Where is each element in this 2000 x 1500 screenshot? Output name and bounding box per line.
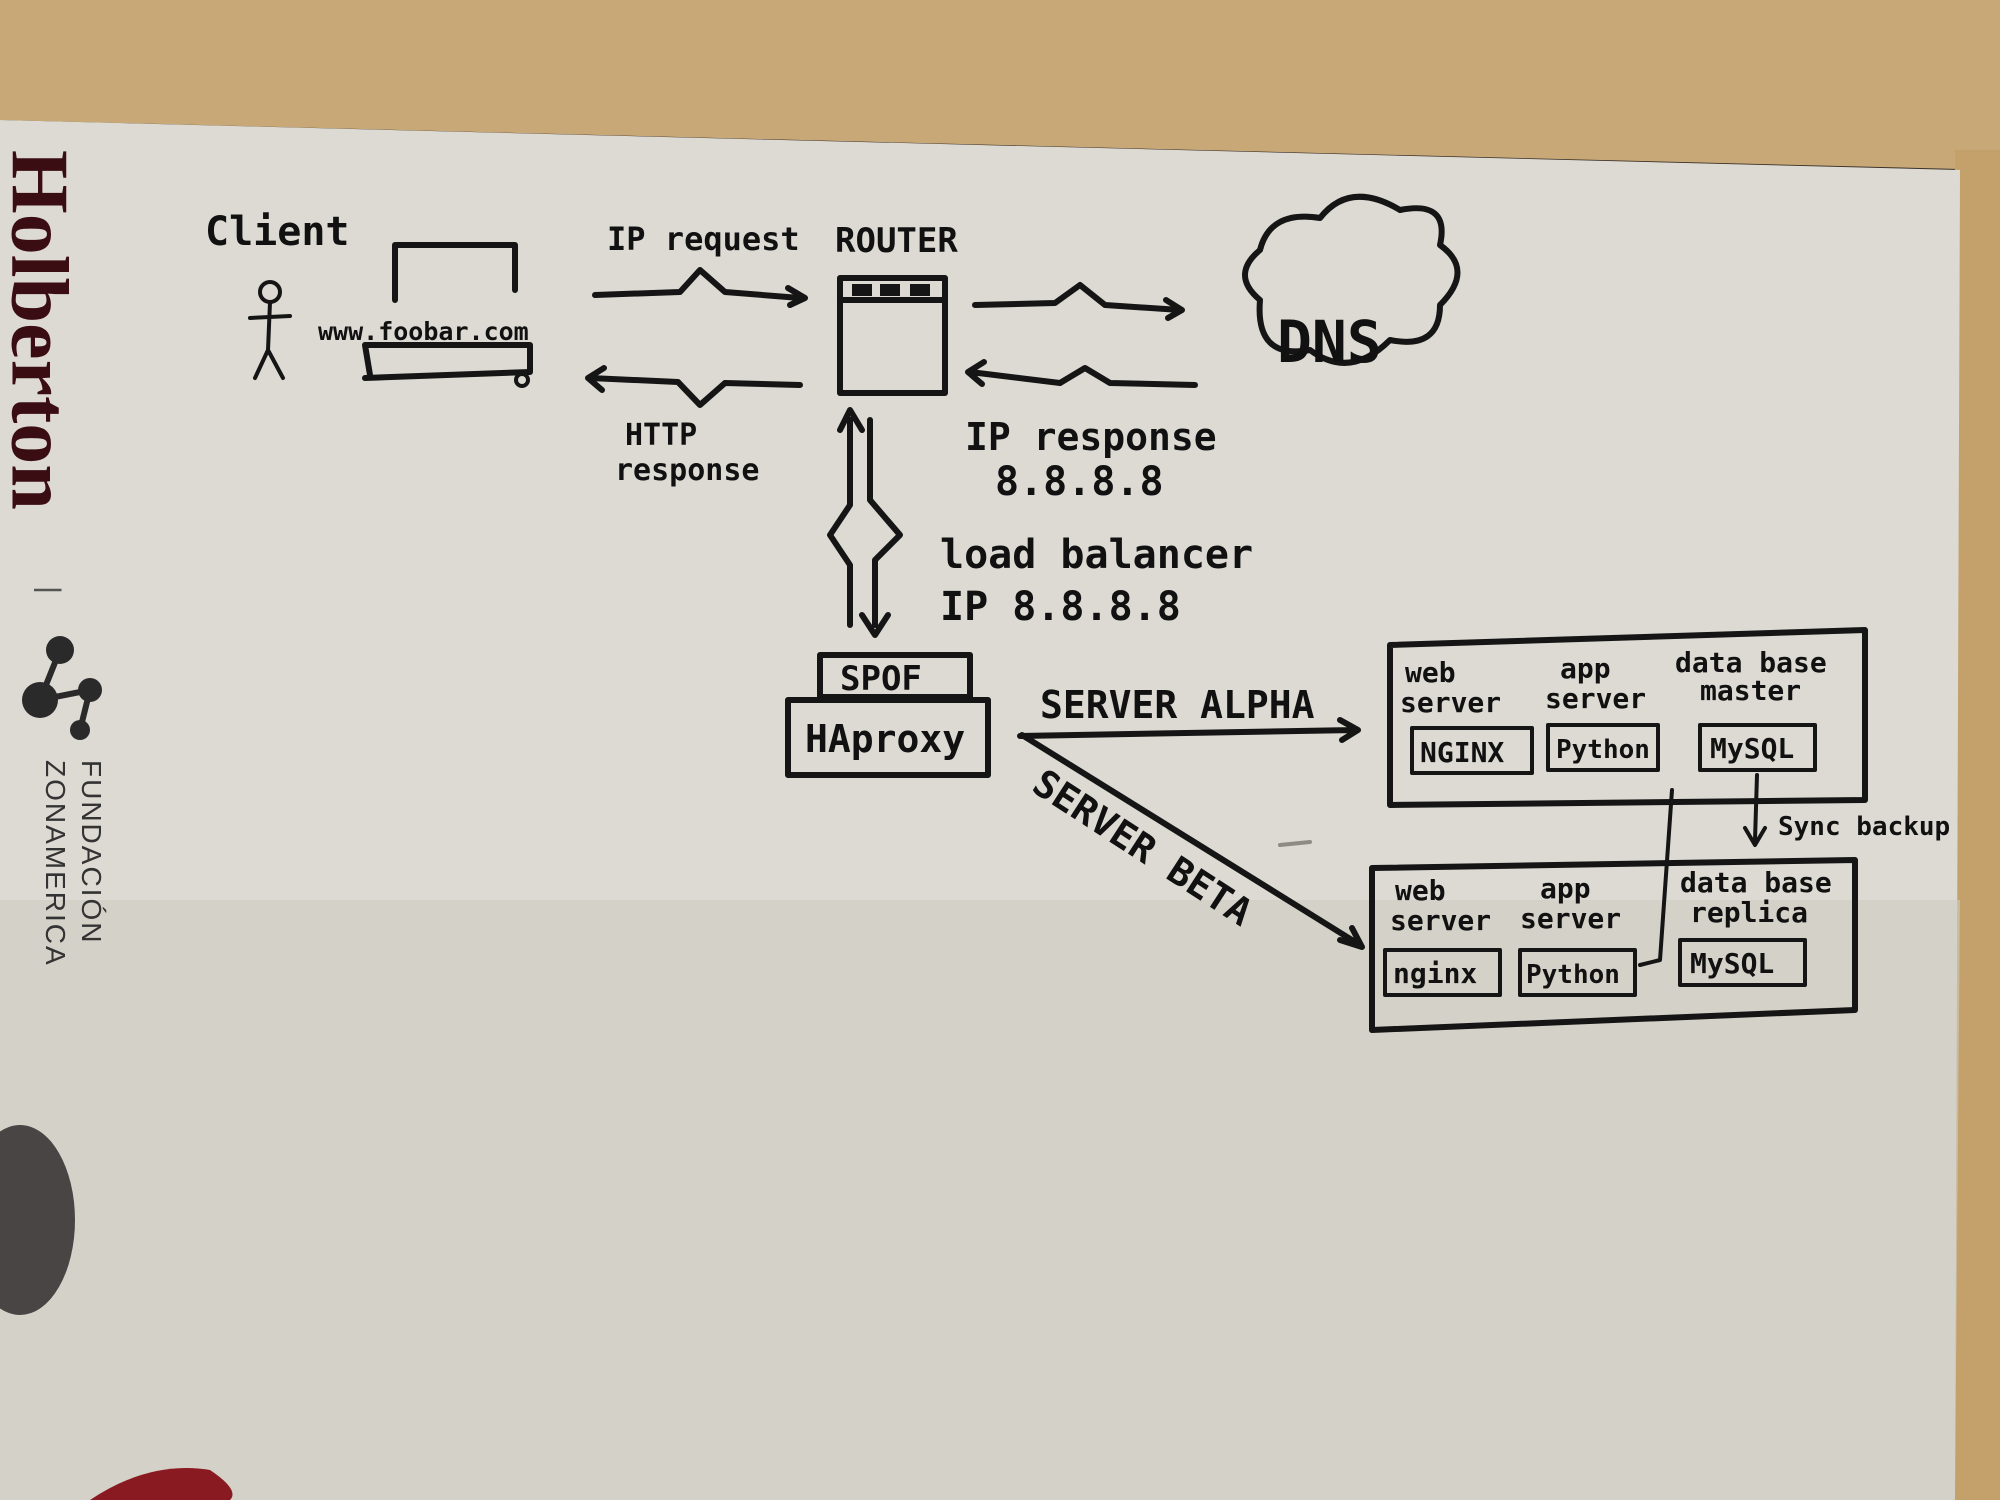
- http-response-label-line2: response: [615, 453, 760, 488]
- frame-top: [0, 0, 2000, 170]
- alpha-python-box: [1546, 723, 1660, 772]
- dns-cloud-icon: [1242, 193, 1461, 366]
- server-beta-box: web server app server data base replica …: [1369, 788, 1858, 1033]
- alpha-db-line1: data base: [1675, 646, 1827, 679]
- frame-right: [1950, 150, 2000, 1500]
- load-balancer-label-line2: IP 8.8.8.8: [940, 584, 1181, 630]
- spof-label: SPOF: [840, 659, 922, 699]
- dns-request-arrow: [972, 282, 1185, 321]
- laptop-icon: [362, 242, 533, 388]
- zonamerica-logo-icon: [22, 636, 102, 740]
- alpha-db-box-label: MySQL: [1710, 732, 1794, 765]
- foundation-line2: ZONAMERICA: [40, 760, 71, 967]
- beta-db-line2: replica: [1690, 896, 1808, 929]
- beta-web-server-line2: server: [1390, 904, 1491, 937]
- server-alpha-label: SERVER ALPHA: [1040, 683, 1315, 727]
- sync-backup-label: Sync backup: [1778, 812, 1950, 842]
- client-label: Client: [205, 209, 350, 255]
- server-beta-arrow: [1019, 732, 1365, 950]
- url-text: www.foobar.com: [318, 317, 529, 346]
- beta-app-server-line2: server: [1520, 902, 1621, 935]
- server-alpha-arrow: [1017, 717, 1361, 743]
- load-balancer-label-line1: load balancer: [940, 532, 1253, 578]
- red-decoration: [90, 1468, 233, 1500]
- alpha-web-box-label: NGINX: [1420, 736, 1504, 769]
- branding-separator: |: [33, 586, 66, 594]
- load-balancer-double-arrow: [827, 407, 903, 638]
- server-alpha-box: web server app server data base master N…: [1387, 627, 1868, 808]
- shadow-blob: [0, 1125, 75, 1315]
- beta-web-box-label: nginx: [1393, 957, 1477, 990]
- dns-response-arrow: [965, 359, 1198, 388]
- foundation-line1: FUNDACIÓN: [76, 760, 107, 944]
- ip-request-arrow: [592, 267, 808, 308]
- http-response-label-line1: HTTP: [625, 418, 697, 453]
- alpha-web-server-line1: web: [1405, 656, 1456, 689]
- beta-web-server-line1: web: [1395, 874, 1446, 907]
- alpha-app-box-label: Python: [1556, 735, 1650, 765]
- http-response-arrow: [585, 365, 803, 408]
- haproxy-box: [785, 697, 991, 778]
- marker-smudge: [1278, 840, 1312, 847]
- board-shade: [0, 900, 1960, 1500]
- beta-app-box-label: Python: [1526, 960, 1620, 990]
- alpha-app-server-line2: server: [1545, 682, 1646, 715]
- haproxy-label: HAproxy: [805, 717, 965, 761]
- client-stick-figure-icon: [248, 280, 292, 380]
- alpha-web-server-line2: server: [1400, 686, 1501, 719]
- app-server-link-line: [1638, 788, 1674, 967]
- ip-request-label: IP request: [607, 220, 800, 258]
- dns-label: DNS: [1277, 308, 1382, 376]
- alpha-mysql-box: [1698, 723, 1817, 772]
- beta-db-line1: data base: [1680, 866, 1832, 899]
- holberton-logo: Holberton: [0, 150, 86, 510]
- alpha-db-line2: master: [1700, 674, 1801, 707]
- beta-mysql-box: [1678, 938, 1807, 987]
- alpha-app-server-line1: app: [1560, 652, 1611, 685]
- ip-response-label-line2: 8.8.8.8: [995, 459, 1164, 505]
- router-label: ROUTER: [835, 221, 958, 261]
- beta-app-server-line1: app: [1540, 872, 1591, 905]
- beta-nginx-box: [1383, 948, 1502, 997]
- beta-python-box: [1518, 948, 1637, 997]
- router-icon: [837, 275, 948, 396]
- ip-response-label-line1: IP response: [965, 415, 1217, 459]
- alpha-nginx-box: [1410, 726, 1534, 775]
- sync-backup-arrow: [1743, 773, 1767, 847]
- beta-db-box-label: MySQL: [1690, 947, 1774, 980]
